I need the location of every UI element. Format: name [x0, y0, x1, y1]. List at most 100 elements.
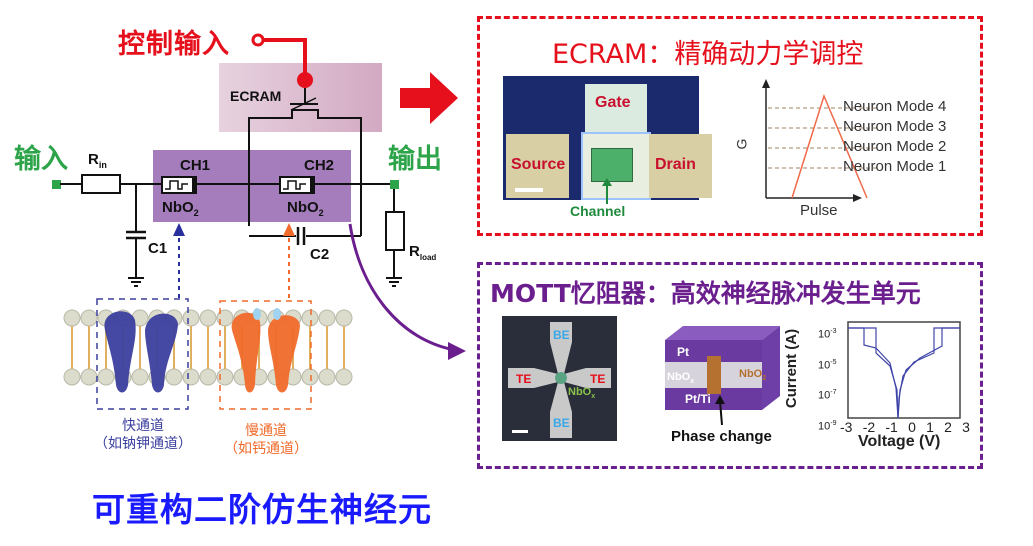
ch2-material-text: NbO — [287, 199, 319, 216]
fast-channel-title: 快通道 — [122, 418, 164, 434]
ch2-material-sub: 2 — [318, 208, 324, 218]
source-pad — [506, 134, 569, 198]
lipid-head — [301, 309, 319, 327]
iv-y-ticks: 10-3 10-5 10-7 10-9 — [818, 318, 836, 441]
ch1-device — [161, 176, 197, 194]
be-bottom-label: BE — [553, 416, 570, 430]
lipid-head — [199, 309, 217, 327]
neuron-mode-1: Neuron Mode 1 — [843, 158, 947, 175]
ch1-material-sub: 2 — [193, 208, 199, 218]
neuron-mode-4: Neuron Mode 4 — [843, 98, 947, 115]
slow-channel-example: （如钙通道） — [224, 441, 308, 457]
arrow-to-ecram — [400, 72, 458, 124]
iv-xtick: 2 — [944, 419, 952, 435]
neuron-mode-3: Neuron Mode 3 — [843, 118, 947, 135]
control-terminal — [251, 33, 265, 47]
slow-channel-label: 慢通道 （如钙通道） — [218, 422, 314, 458]
gate-pad — [585, 84, 647, 134]
ecram-label: ECRAM — [230, 88, 282, 104]
membrane-illustration — [63, 298, 353, 410]
c1-label: C1 — [148, 240, 168, 257]
iv-ytick: 10-7 — [818, 389, 837, 402]
lipid-head — [182, 309, 200, 327]
drain-pad — [649, 134, 712, 198]
ch2-device — [279, 176, 315, 194]
be-top-label: BE — [553, 328, 570, 342]
input-label: 输入 — [14, 144, 68, 175]
ch1-label: CH1 — [180, 157, 211, 174]
iv-xtick: 3 — [962, 419, 970, 435]
iv-ytick: 10-5 — [818, 358, 837, 372]
lipid-head — [318, 309, 336, 327]
r-in-resistor — [81, 174, 121, 194]
mott-micrograph: BE BE TE TE NbOx — [502, 316, 617, 441]
r-in-label: Rin — [88, 151, 107, 170]
gate-label: Gate — [595, 94, 631, 111]
ecram-panel — [477, 16, 983, 236]
ch1-material-text: NbO — [162, 199, 194, 216]
source-label: Source — [511, 156, 566, 173]
r-load-subscript: load — [419, 253, 437, 262]
r-load-text: R — [409, 243, 420, 260]
lipid-head — [80, 309, 98, 327]
layer-stack-diagram — [665, 326, 780, 410]
iv-x-label: Voltage (V) — [858, 433, 941, 450]
control-input-label: 控制输入 — [118, 29, 230, 60]
pt-ti-label: Pt/Ti — [685, 392, 711, 406]
ecram-gate-node — [297, 72, 313, 88]
lipid-head — [318, 368, 336, 386]
output-label: 输出 — [388, 144, 442, 175]
lipid-head — [199, 368, 217, 386]
nbo2-layer-sub: 2 — [762, 375, 767, 383]
r-load-label: Rload — [409, 243, 436, 262]
nbox-text: NbO — [568, 386, 592, 398]
nbo2-layer-text: NbO — [739, 368, 763, 380]
r-in-text: R — [88, 151, 99, 168]
phase-change-arrow-icon — [715, 395, 725, 425]
pt-label: Pt — [677, 345, 689, 359]
nbox-layer-label: NbOx — [667, 371, 694, 385]
nbox-sub: x — [591, 393, 596, 401]
g-pulse-chart — [762, 79, 880, 202]
ch1-material: NbO2 — [162, 199, 199, 218]
neuron-mode-2: Neuron Mode 2 — [843, 138, 947, 155]
pulse-axis-label: Pulse — [800, 202, 838, 219]
lipid-head — [63, 309, 81, 327]
neuron-title: 可重构二阶仿生神经元 — [92, 490, 432, 529]
te-right-label: TE — [590, 372, 606, 386]
lipid-head — [131, 368, 149, 386]
ecram-micrograph: Gate Source Drain — [503, 76, 712, 200]
c2-label: C2 — [310, 246, 330, 263]
ch2-label: CH2 — [304, 157, 335, 174]
g-axis-label: G — [733, 138, 750, 150]
lipid-head — [182, 368, 200, 386]
scale-bar — [515, 188, 543, 192]
nbox-label: NbOx — [568, 386, 595, 400]
ch2-material: NbO2 — [287, 199, 324, 218]
channel-arrow-icon — [602, 178, 612, 204]
fast-channel-label: 快通道 （如钠钾通道） — [94, 417, 192, 453]
phase-change-label: Phase change — [671, 428, 772, 445]
iv-xtick: -3 — [840, 419, 853, 435]
lipid-head — [80, 368, 98, 386]
iv-curve-chart — [847, 321, 961, 419]
iv-ytick: 10-3 — [818, 328, 837, 341]
g-pulse-curve — [791, 93, 868, 199]
mott-panel — [477, 262, 983, 469]
nbox-layer-text: NbO — [667, 371, 691, 383]
fast-channel-example: （如钠钾通道） — [94, 436, 192, 452]
iv-xtick: -1 — [885, 419, 898, 435]
iv-xtick: 0 — [908, 419, 916, 435]
channel-label: Channel — [570, 203, 626, 219]
channel-pad — [591, 148, 633, 182]
lipid-head — [97, 368, 115, 386]
lipid-head — [335, 368, 353, 386]
lipid-head — [165, 368, 183, 386]
r-load-resistor — [385, 211, 405, 251]
lipid-head — [301, 368, 319, 386]
lipid-head — [335, 309, 353, 327]
iv-xtick: 1 — [926, 419, 934, 435]
te-left-label: TE — [516, 372, 532, 386]
slow-channel-title: 慢通道 — [245, 423, 287, 439]
